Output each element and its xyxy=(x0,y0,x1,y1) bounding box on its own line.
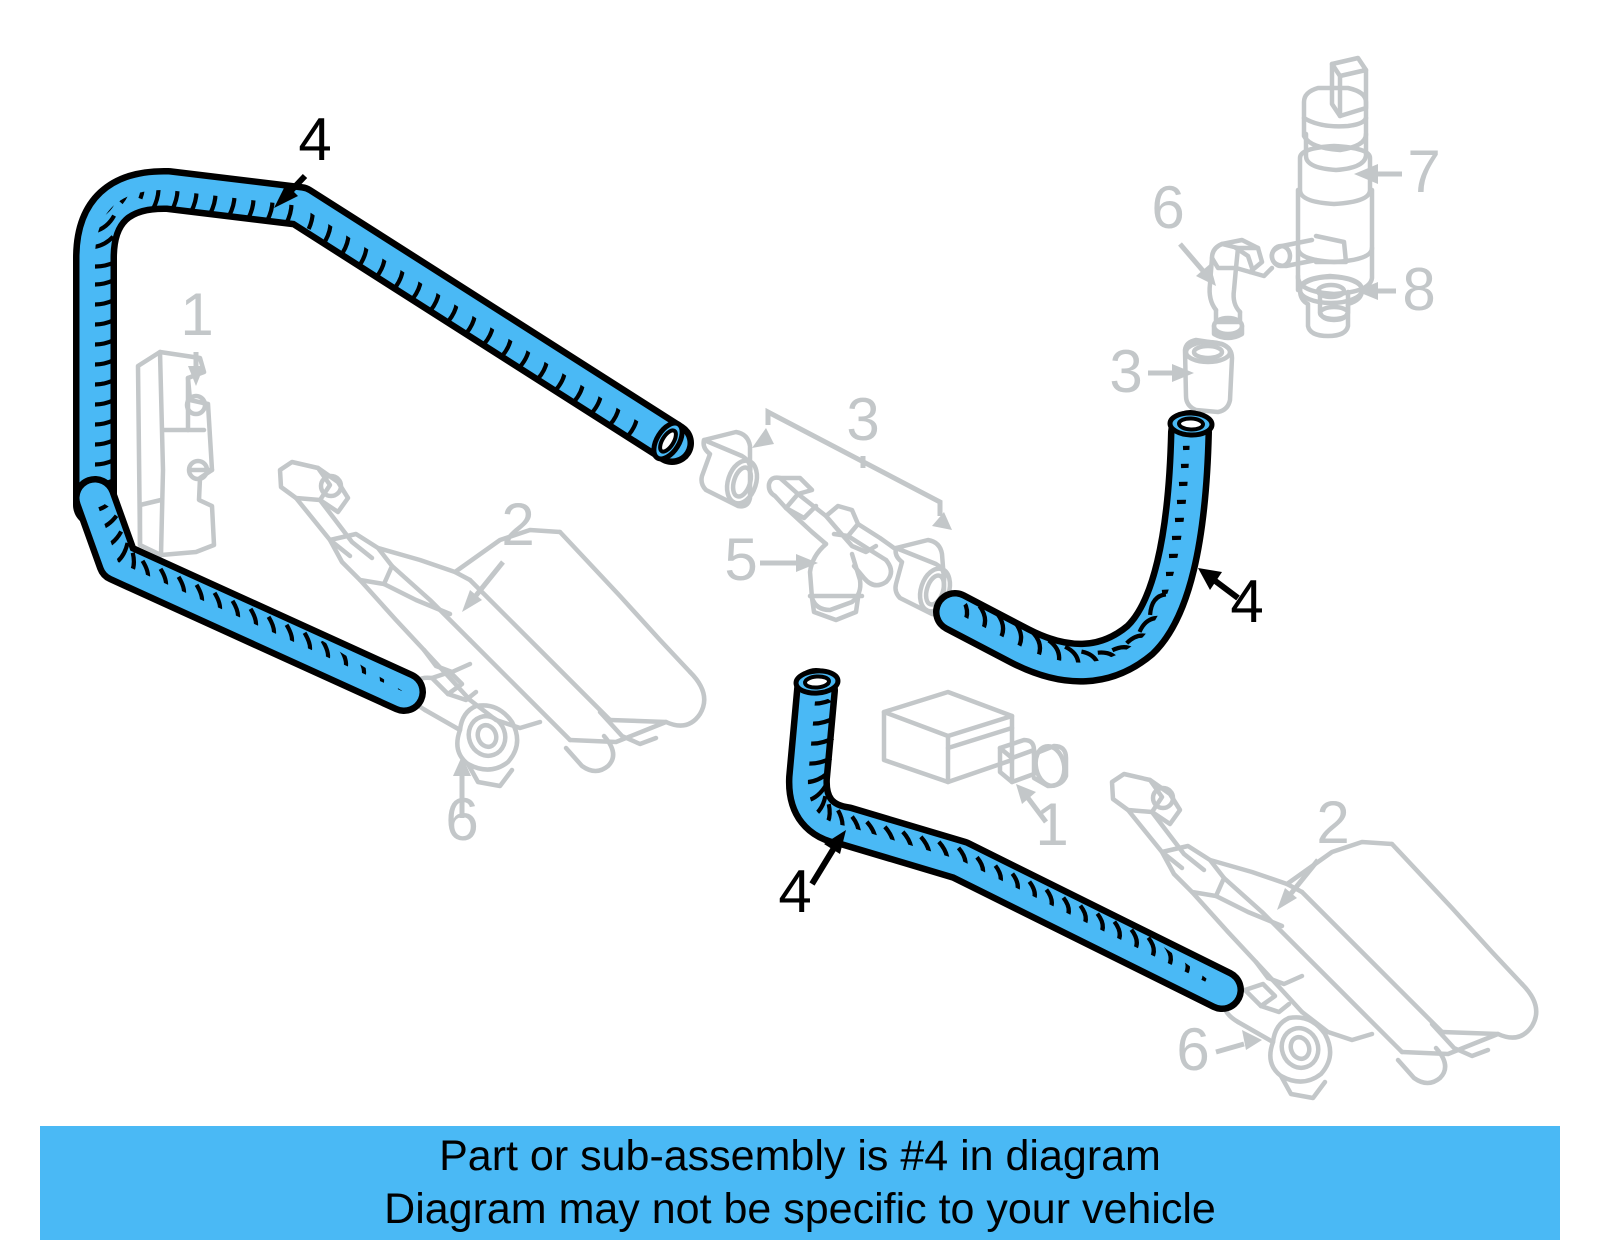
callout-6-top-right: 6 xyxy=(1151,174,1184,241)
callout-6-left: 6 xyxy=(445,786,478,853)
callout-numbers: 4 1 2 6 3 5 4 4 1 2 6 6 7 8 3 xyxy=(180,106,1440,1083)
callout-1-left: 1 xyxy=(180,281,213,348)
tee-connector-center xyxy=(766,475,897,623)
dimmed-parts-group xyxy=(135,55,1539,1101)
highlight-leader-arrows xyxy=(274,173,1240,886)
callout-7-top-right: 7 xyxy=(1407,138,1440,205)
hose-c-open-end xyxy=(793,668,841,696)
callout-8-top-right: 8 xyxy=(1402,256,1435,323)
diagram-notice-banner: Part or sub-assembly is #4 in diagram Di… xyxy=(40,1126,1560,1240)
nozzle-cylinder-bottom xyxy=(1109,771,1539,1086)
nozzle-cylinder-left xyxy=(277,459,707,774)
reservoir-box-bottom xyxy=(881,689,1069,789)
callout-4-bottom: 4 xyxy=(778,858,811,925)
hose-right xyxy=(933,410,1215,685)
hose-top-left-tail xyxy=(73,476,426,714)
callout-4-right: 4 xyxy=(1230,568,1263,635)
hose-bottom xyxy=(785,668,1244,1012)
hose-top-left xyxy=(73,167,694,527)
callout-2-bottom: 2 xyxy=(1316,789,1349,856)
callout-4-top-left: 4 xyxy=(298,106,331,173)
callout-5-center: 5 xyxy=(724,526,757,593)
notice-line-2: Diagram may not be specific to your vehi… xyxy=(384,1185,1216,1233)
sleeve-connector-right xyxy=(1182,337,1235,415)
hose-b-open-end xyxy=(1167,410,1215,438)
dimmed-leader-arrows xyxy=(188,164,1402,1055)
bracket-left xyxy=(135,349,217,558)
elbow-connector-pump xyxy=(1207,237,1275,341)
callout-1-bottom: 1 xyxy=(1035,791,1068,858)
callout-2-left: 2 xyxy=(501,491,534,558)
notice-line-1: Part or sub-assembly is #4 in diagram xyxy=(439,1132,1161,1180)
callout-3-center: 3 xyxy=(846,386,879,453)
callout-6-bottom: 6 xyxy=(1176,1016,1209,1083)
callout-3-top-right: 3 xyxy=(1109,338,1142,405)
hose-a-open-end xyxy=(651,420,685,462)
